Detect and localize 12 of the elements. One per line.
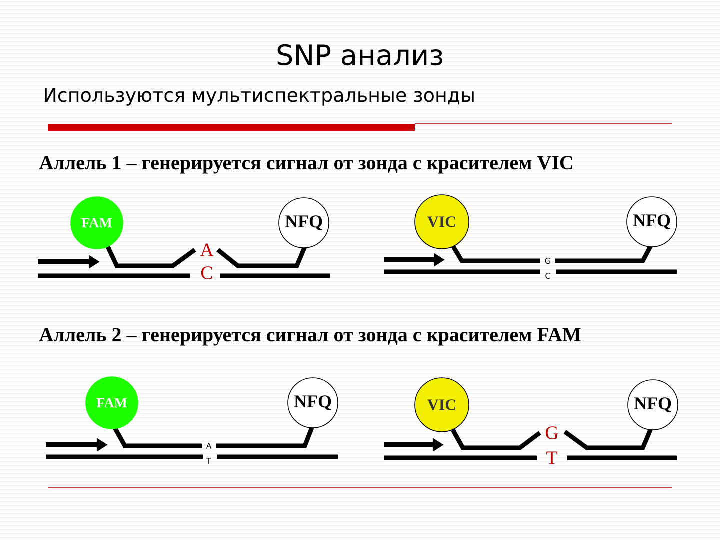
base-letter: C (201, 266, 212, 280)
section-heading: Аллель 2 – генерируется сигнал от зонда с красителем FAM (39, 328, 581, 346)
base-letter: C (546, 272, 550, 280)
subtitle: Используются мультиспектральные зонды (45, 88, 474, 106)
section-heading: Аллель 1 – генерируется сигнал от зонда с красителем VIC (39, 156, 572, 174)
base-letter: A (206, 443, 212, 449)
title: SNP анализ (278, 44, 442, 66)
base-letter: G (546, 426, 558, 440)
base-letter: A (200, 244, 214, 256)
base-letter: T (546, 452, 558, 464)
base-letter: G (545, 258, 550, 264)
base-letter: T (206, 458, 212, 464)
